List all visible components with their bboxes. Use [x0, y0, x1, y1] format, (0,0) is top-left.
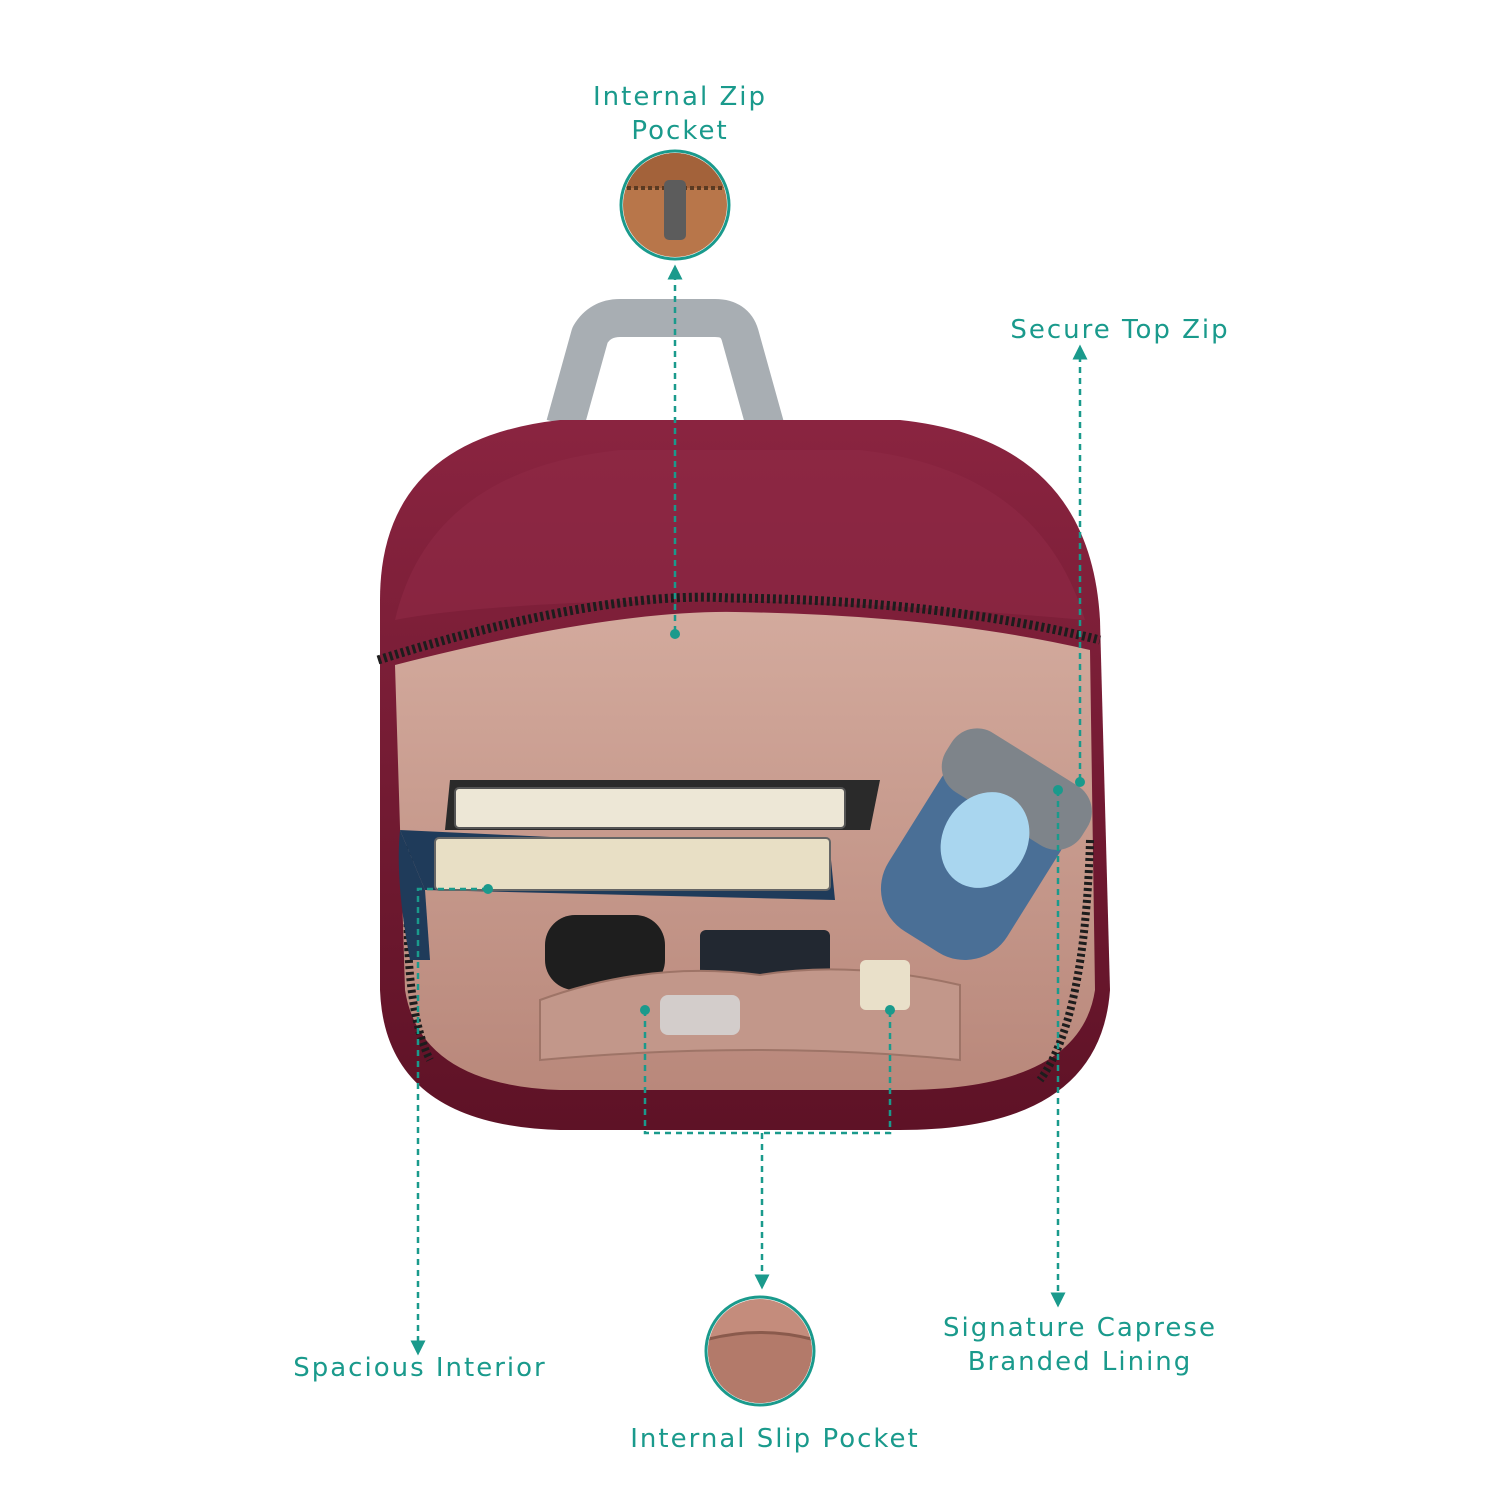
internal-zip-pocket-line2: Pocket — [631, 116, 729, 146]
internal-zip-pocket-line1: Internal Zip — [592, 82, 767, 112]
slip-pocket-leader — [643, 1010, 892, 1282]
leader-dots — [483, 629, 1085, 1015]
water-bottle — [880, 728, 1092, 960]
backpack-image — [376, 299, 1110, 1130]
spacious-interior-label: Spacious Interior — [293, 1353, 547, 1383]
internal-slip-pocket-label: Internal Slip Pocket — [630, 1424, 920, 1454]
grey-handle — [546, 299, 784, 431]
interior-leader — [410, 887, 488, 1356]
branded-lining-line1: Signature Caprese — [943, 1313, 1217, 1343]
branded-lining-label: Signature Caprese Branded Lining — [930, 1311, 1230, 1379]
slip-pocket-detail-image — [704, 1295, 816, 1407]
branded-lining-line2: Branded Lining — [967, 1347, 1193, 1377]
zip-pocket-detail-image — [619, 149, 731, 261]
notebook — [454, 787, 846, 829]
internal-zip-pocket-label: Internal Zip Pocket — [540, 80, 820, 148]
callout-lines — [410, 264, 1088, 1356]
secure-top-zip-label: Secure Top Zip — [1010, 315, 1230, 345]
